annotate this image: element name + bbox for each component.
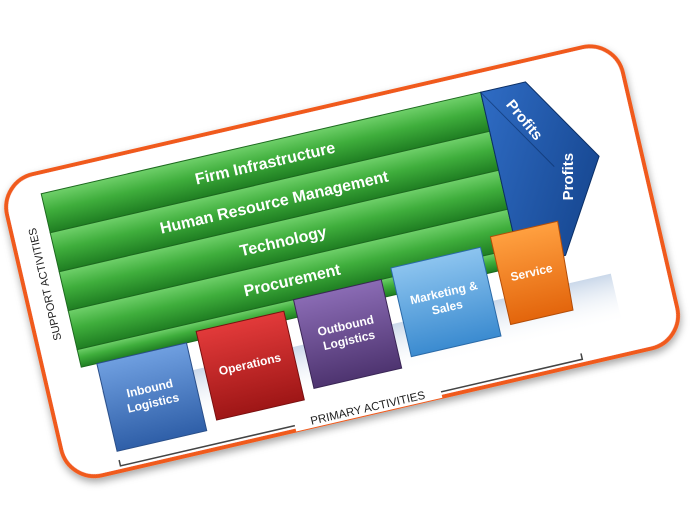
profits-side-label: Profits — [560, 153, 577, 201]
primary-block-operations: Operations — [195, 310, 305, 421]
marketing-line2: Sales — [430, 297, 464, 318]
primary-block-outbound-logistics: Outbound Logistics — [292, 278, 403, 389]
primary-activities: Inbound Logistics Operations Outbound Lo… — [96, 220, 574, 452]
primary-block-inbound-logistics: Inbound Logistics — [96, 342, 208, 452]
primary-block-marketing-sales: Marketing & Sales — [390, 246, 502, 358]
primary-block-service: Service — [489, 220, 574, 326]
